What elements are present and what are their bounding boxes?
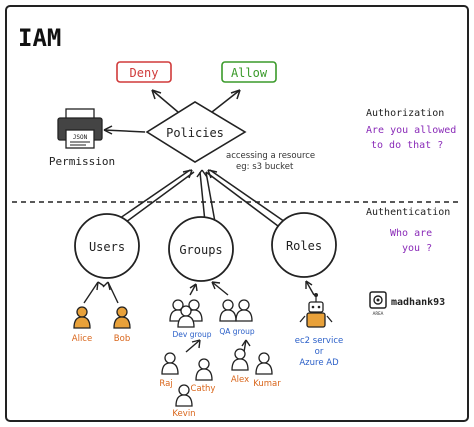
robot-icon	[299, 293, 333, 328]
authentication-question-line2: you ?	[402, 243, 432, 254]
auth-arrows	[109, 169, 289, 227]
allow-label: Allow	[231, 66, 268, 80]
bob-label: Bob	[114, 334, 130, 344]
brand-logo-icon	[369, 291, 387, 309]
brand-handle: madhank93	[391, 297, 445, 308]
qa-group-icon	[219, 299, 253, 322]
groups-label: Groups	[179, 243, 222, 257]
alex-label: Alex	[231, 375, 249, 385]
permission-label: Permission	[49, 155, 115, 168]
kumar-person-icon	[255, 352, 273, 375]
dev-group-label: Dev group	[173, 330, 212, 339]
authorization-question-line1: Are you allowed	[366, 125, 456, 136]
decision-arrows	[151, 89, 241, 113]
bob-person-icon	[113, 306, 131, 329]
authentication-heading: Authentication	[366, 207, 450, 218]
service-line3: Azure AD	[299, 358, 339, 368]
kumar-label: Kumar	[253, 379, 281, 389]
cathy-label: Cathy	[191, 384, 216, 394]
leaf-arrows	[83, 280, 315, 353]
json-doc-label: JSON	[73, 134, 88, 141]
dev-group-icon	[169, 299, 203, 328]
alice-label: Alice	[72, 334, 92, 344]
authentication-question-line1: Who are	[390, 228, 432, 239]
users-circle	[74, 213, 140, 279]
alice-person-icon	[73, 306, 91, 329]
deny-box	[116, 61, 172, 83]
service-line1: ec2 service	[295, 336, 343, 346]
note-line2: eg: s3 bucket	[236, 162, 294, 172]
frame-border	[5, 5, 469, 422]
authorization-question-line2: to do that ?	[371, 140, 443, 151]
authorization-heading: Authorization	[366, 108, 444, 119]
alex-person-icon	[231, 348, 249, 371]
page-title: IAM	[18, 24, 61, 52]
kevin-label: Kevin	[172, 409, 195, 419]
policies-label: Policies	[166, 126, 224, 140]
roles-circle	[271, 212, 337, 278]
cathy-person-icon	[195, 358, 213, 381]
groups-circle	[168, 216, 234, 282]
printer-icon	[57, 108, 103, 149]
raj-person-icon	[161, 352, 179, 375]
policies-diamond	[145, 101, 247, 163]
roles-label: Roles	[286, 239, 322, 253]
permission-arrow	[103, 125, 146, 135]
note-line1: accessing a resource	[226, 151, 315, 161]
qa-group-label: QA group	[219, 327, 254, 336]
users-label: Users	[89, 240, 125, 254]
brand-logo-text: AREA	[373, 311, 384, 316]
allow-box	[221, 61, 277, 83]
raj-label: Raj	[159, 379, 172, 389]
deny-label: Deny	[130, 66, 159, 80]
service-line2: or	[315, 347, 324, 357]
